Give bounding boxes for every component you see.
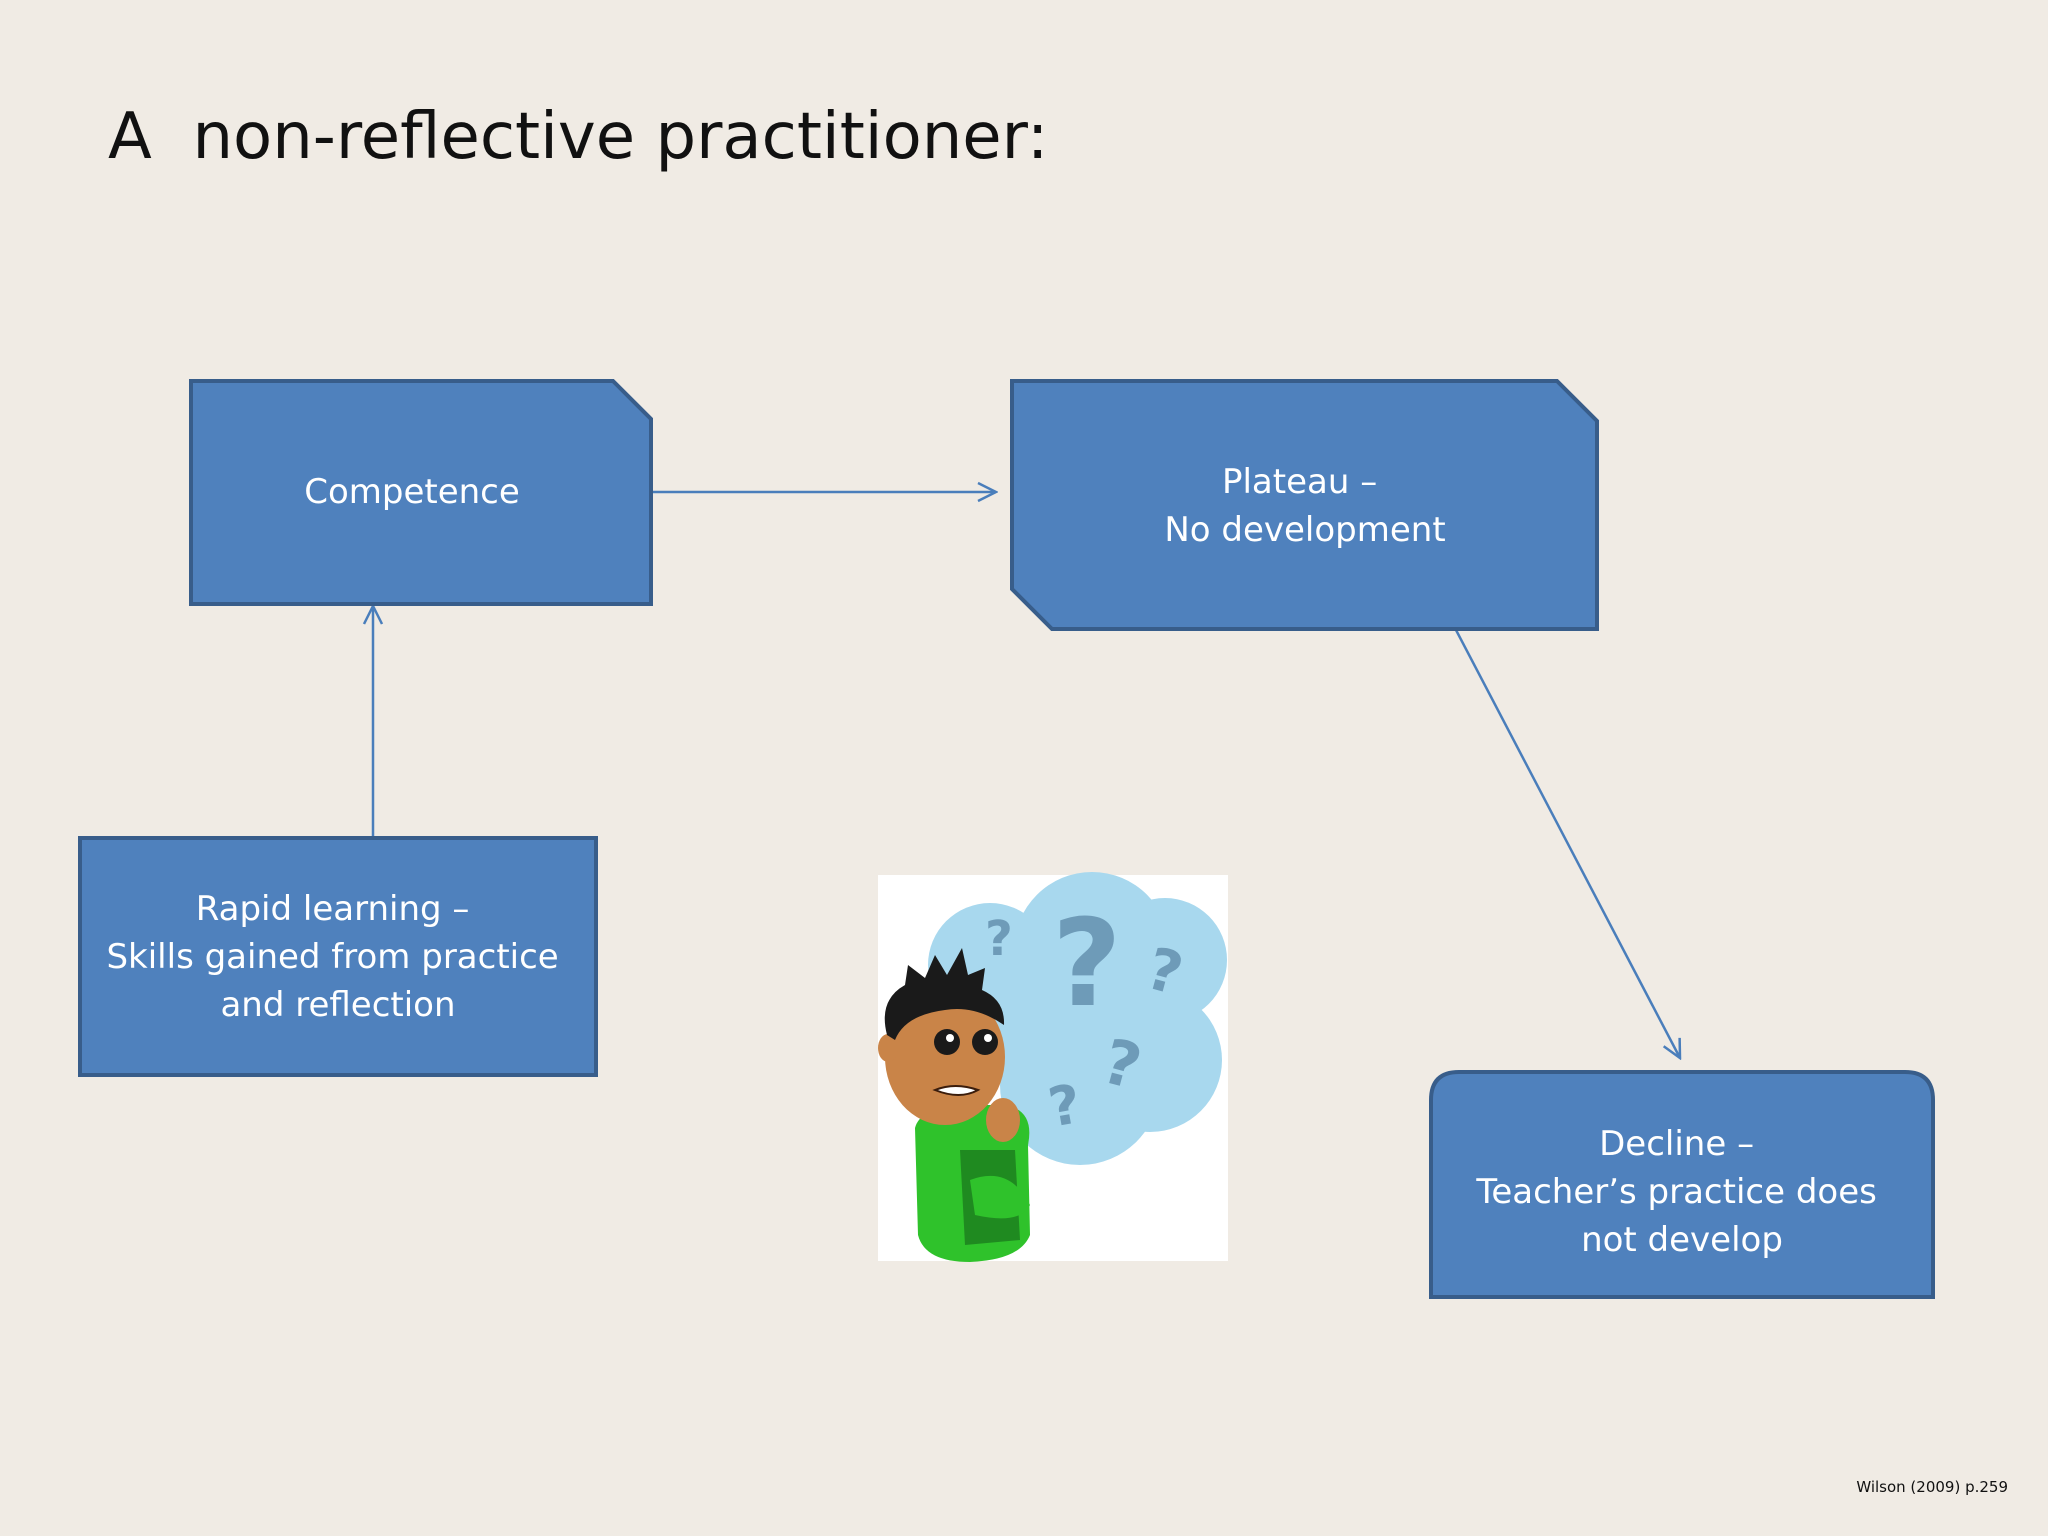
node-rapid-learning: Rapid learning – Skills gained from prac…	[78, 836, 598, 1077]
node-rapid-learning-line: Skills gained from practice	[106, 937, 558, 977]
confused-person-icon: ? ? ? ? ?	[878, 872, 1228, 1262]
node-decline-line: Teacher’s practice does	[1475, 1172, 1877, 1212]
node-competence-line: Competence	[304, 472, 520, 512]
svg-text:Competence: Competence	[304, 472, 520, 512]
svg-text:?: ?	[1052, 895, 1122, 1034]
node-plateau: Plateau – No development	[1010, 379, 1599, 631]
svg-text:?: ?	[985, 911, 1013, 967]
node-plateau-line: Plateau –	[1222, 462, 1377, 502]
svg-text:Plateau – No developme: Plateau – No development	[1164, 462, 1445, 550]
node-decline-line: Decline –	[1599, 1124, 1754, 1164]
node-plateau-line: No development	[1164, 510, 1445, 550]
slide-title: A non-reflective practitioner:	[108, 100, 1049, 174]
svg-text:Decline – Teacher’s pr: Decline – Teacher’s practice does not de…	[1475, 1124, 1887, 1260]
node-decline-line: not develop	[1581, 1220, 1783, 1260]
node-rapid-learning-line: and reflection	[220, 985, 455, 1025]
edge-plateau-to-decline	[1454, 629, 1680, 1058]
svg-text:Rapid learning – Skill: Rapid learning – Skills gained from prac…	[106, 889, 569, 1025]
citation: Wilson (2009) p.259	[1856, 1478, 2008, 1496]
node-competence: Competence	[189, 379, 653, 606]
node-rapid-learning-line: Rapid learning –	[196, 889, 470, 929]
node-decline: Decline – Teacher’s practice does not de…	[1429, 1070, 1935, 1299]
